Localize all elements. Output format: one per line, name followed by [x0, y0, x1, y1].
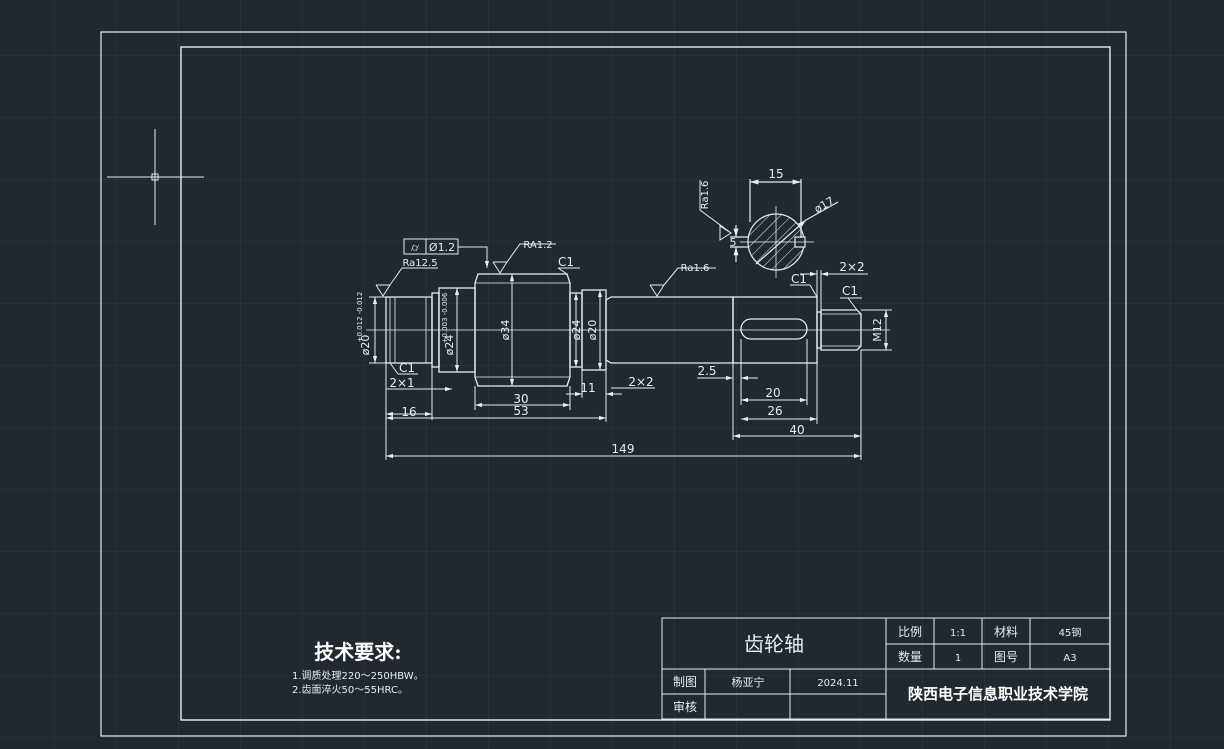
material-value: 45钢 [1059, 626, 1082, 639]
crosshair-cursor-icon [107, 129, 204, 225]
dim-m12: M12 [871, 318, 884, 342]
material-label: 材料 [994, 625, 1018, 639]
roughness-label-3: Ra1.6 [681, 263, 710, 274]
tolerance-frame [403, 238, 490, 268]
technical-requirements: 技术要求: 1.调质处理220～250HBW。 2.齿面淬火50～55HRC。 [292, 640, 424, 696]
keyway [740, 318, 808, 340]
dim-26: 26 [767, 404, 782, 418]
dim-5: 5 [730, 236, 737, 249]
dim-2x2-left: 2×2 [628, 375, 653, 389]
school-name: 陕西电子信息职业技术学院 [908, 685, 1088, 703]
chamfer-label-2: C1 [558, 255, 574, 269]
drawn-label: 制图 [673, 675, 697, 689]
tech-title: 技术要求: [314, 640, 401, 664]
dim-dia24-tol-base: ø24 [443, 335, 456, 356]
dim-dia20-tol-base: ø20 [359, 335, 372, 356]
drawn-date: 2024.11 [817, 678, 858, 689]
title-block-texts: 齿轮轴 比例 1:1 材料 45钢 数量 1 图号 A3 制图 杨亚宁 2024… [673, 625, 1088, 714]
dim-dia24-tolerance: +0.003 -0.006 [441, 292, 449, 343]
roughness-symbols [375, 180, 732, 297]
dim-dia24: ø24 [570, 320, 583, 341]
dim-dia20: ø20 [586, 320, 599, 341]
roughness-label-4: Ra1.6 [700, 181, 711, 210]
chamfer-label-3: C1 [791, 272, 807, 286]
dimension-texts: 149 53 30 16 2×1 11 2×2 2.5 20 26 40 2×2… [356, 167, 884, 456]
dim-2-5: 2.5 [697, 364, 716, 378]
tech-line-1: 1.调质处理220～250HBW。 [292, 670, 424, 682]
dim-dia20-tolerance: +0.012 -0.012 [356, 292, 364, 343]
dim-dia34: ø34 [499, 320, 512, 341]
outer-frame [100, 31, 1127, 737]
dim-20: 20 [765, 386, 780, 400]
tolerance-symbol: ⌭ [411, 241, 419, 254]
roughness-label-1: Ra12.5 [402, 258, 437, 269]
roughness-label-2: RA1.2 [523, 240, 552, 251]
dim-149: 149 [612, 442, 635, 456]
title-block [661, 617, 1111, 720]
dim-40: 40 [789, 423, 804, 437]
inner-frame [180, 46, 1111, 721]
dim-16: 16 [401, 405, 416, 419]
dim-2x1: 2×1 [389, 376, 414, 390]
tech-line-2: 2.齿面淬火50～55HRC。 [292, 683, 408, 696]
dim-30: 30 [513, 392, 528, 406]
drawn-by: 杨亚宁 [732, 675, 765, 689]
dim-15: 15 [768, 167, 783, 181]
chamfer-label-1: C1 [399, 361, 415, 375]
qty-label: 数量 [898, 649, 922, 664]
drawing-no-value: A3 [1063, 653, 1076, 664]
section-view [730, 179, 839, 278]
check-label: 审核 [673, 699, 697, 714]
scale-label: 比例 [898, 625, 922, 639]
dim-2x2-right: 2×2 [839, 260, 864, 274]
part-name: 齿轮轴 [744, 632, 804, 656]
dim-53: 53 [513, 404, 528, 418]
scale-value: 1:1 [950, 628, 966, 639]
dimension-lines [369, 267, 892, 460]
chamfer-label-4: C1 [842, 284, 858, 298]
qty-value: 1 [955, 653, 961, 664]
tolerance-value: Ø1.2 [429, 241, 455, 254]
dim-11: 11 [580, 381, 595, 395]
drawing-no-label: 图号 [994, 650, 1018, 664]
